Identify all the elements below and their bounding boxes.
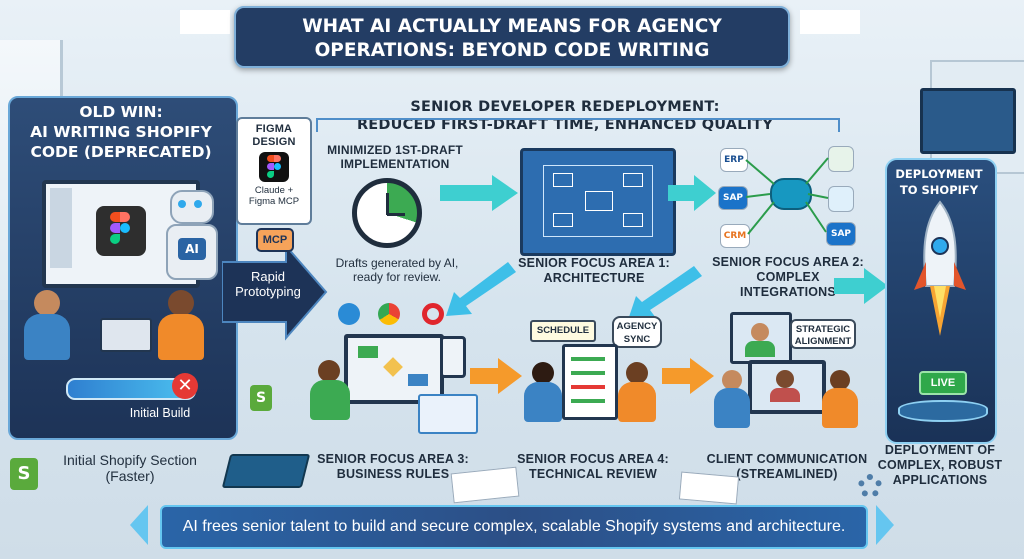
sap-chip-1: SAP [718,186,748,210]
bg-ceiling-light-1 [180,10,230,34]
client-comm-label: CLIENT COMMUNICATION (STREAMLINED) [706,452,868,481]
video-call-screen [730,312,792,364]
shopify-bag-icon: S [10,458,38,490]
paper-doc-bottom-2 [678,471,740,505]
arrow-to-deployment [834,268,888,304]
rocket-icon [914,200,966,336]
person-client-left [710,370,754,430]
drafts-caption: Drafts generated by AI, ready for review… [335,256,459,284]
figma-logo-on-screen [96,206,146,256]
deployment-heading: DEPLOYMENT TO SHOPIFY [895,167,983,197]
area1-label: SENIOR FOCUS AREA 1: ARCHITECTURE [518,256,670,285]
paper-doc-bottom [450,466,520,504]
architecture-blueprint [520,148,676,256]
client-monitor [748,360,826,414]
bg-ceiling-light-2 [800,10,860,34]
diagram-card [418,394,478,434]
service-icon-mid [828,186,854,212]
arrow-to-area4 [470,358,522,394]
old-win-heading: OLD WIN: AI WRITING SHOPIFY CODE (DEPREC… [30,103,212,161]
live-badge: LIVE [919,371,967,395]
figma-design-card: FIGMA DESIGN Claude + Figma MCP [236,117,312,225]
agency-sync-bubble: AGENCY SYNC [612,316,662,348]
gear-icon [858,474,882,498]
bg-monitor-right [920,88,1016,154]
launch-pad [898,400,988,422]
shopify-bag-icon-2: S [250,385,272,411]
opera-icon [422,303,444,325]
minimized-heading: MINIMIZED 1ST-DRAFT IMPLEMENTATION [327,143,463,171]
robot-ai: AI [160,190,220,282]
person-reviewer-left [520,362,566,424]
rapid-prototyping-label: Rapid Prototyping [235,269,301,299]
arrow-to-architecture [440,175,518,211]
notebook-book [221,454,311,488]
rapid-prototyping-arrow [222,246,328,341]
person-business-rules [304,360,354,424]
arrow-to-integrations [668,175,716,211]
chevron-left-icon [130,505,148,545]
ai-chest-label: AI [178,238,206,260]
claude-figma-caption: Claude + Figma MCP [248,185,300,207]
figma-design-label: FIGMA DESIGN [252,123,296,148]
arrow-to-client [662,358,714,394]
person-reviewer-right [614,362,660,424]
page-title: WHAT AI ACTUALLY MEANS FOR AGENCY OPERAT… [234,6,790,68]
crm-chip: CRM [720,224,750,248]
service-icon-top [828,146,854,172]
salesforce-hub-icon [770,178,812,210]
initial-shopify-label: Initial Shopify Section (Faster) [63,452,197,485]
sap-chip-2: SAP [826,222,856,246]
integrations-hub: ERP SAP CRM SAP [718,140,858,250]
title-line-2: OPERATIONS: BEYOND CODE WRITING [314,40,710,61]
person-developer-left [16,290,76,360]
chrome-icon [378,303,400,325]
bracket-line [316,118,840,132]
schedule-tag: SCHEDULE [530,320,596,342]
phone-device [440,336,466,378]
person-developer-right [150,290,210,360]
redeployment-heading: SENIOR DEVELOPER REDEPLOYMENT: REDUCED F… [356,99,774,133]
area2-label: SENIOR FOCUS AREA 2: COMPLEX INTEGRATION… [712,255,864,299]
error-x-icon: ✕ [172,373,198,399]
title-line-1: WHAT AI ACTUALLY MEANS FOR AGENCY [302,16,722,37]
chevron-right-icon [876,505,894,545]
area3-label: SENIOR FOCUS AREA 3: BUSINESS RULES [317,452,469,481]
initial-build-label: Initial Build [129,406,191,420]
laptop [100,318,152,352]
mcp-badge: MCP [256,228,294,252]
browser-icons [338,303,458,327]
area4-label: SENIOR FOCUS AREA 4: TECHNICAL REVIEW [517,452,669,481]
strategic-alignment-bubble: STRATEGIC ALIGNMENT [790,319,856,349]
edge-icon [338,303,360,325]
arrow-down-left-1 [446,262,516,316]
figma-logo-icon [259,152,289,182]
person-client-right [818,370,862,430]
clock-icon [352,178,422,248]
arrow-down-left-2 [628,266,702,320]
deploy-complex-label: DEPLOYMENT OF COMPLEX, ROBUST APPLICATIO… [877,443,1003,487]
checklist-clipboard [562,344,618,420]
footer-banner: AI frees senior talent to build and secu… [160,505,868,549]
